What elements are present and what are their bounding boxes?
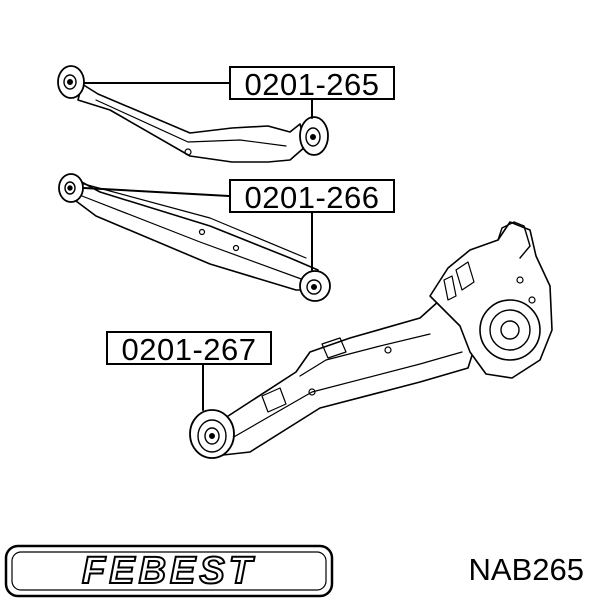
logo-frame-inner: [11, 551, 327, 591]
knuckle-bracket: [497, 221, 531, 259]
logo-text: FEBEST: [81, 549, 256, 593]
beam-bolt-2: [308, 388, 316, 396]
trailing-arm-beam: [213, 299, 481, 457]
arm-1-bushing-right-core: [310, 134, 316, 140]
knuckle-bolt-1: [516, 276, 524, 284]
callout-0201-265: 0201-265: [229, 66, 395, 102]
trailing-arm-0201-267: [189, 221, 553, 459]
trailing-arm-beam-edge: [231, 351, 463, 439]
trailing-bushing-core: [209, 433, 215, 439]
arm-0201-265: [57, 65, 329, 163]
leader-266-left: [83, 187, 230, 197]
arm-2-hole-2: [232, 244, 240, 252]
knuckle-bolt-2: [528, 296, 536, 304]
arm-2-rib-upper: [83, 183, 307, 259]
arm-1-rib: [95, 99, 287, 147]
arm-2-rib-lower: [81, 195, 305, 281]
hub-outer: [479, 299, 541, 361]
part-number: NAB265: [468, 552, 584, 587]
arm-2-bushing-left-core: [67, 185, 73, 191]
beam-bracket-2: [321, 337, 347, 359]
callout-0201-267: 0201-267: [106, 331, 272, 367]
arm-1-bushing-left-core: [67, 79, 73, 85]
hub-center: [500, 320, 520, 340]
leader-lines: [83, 82, 313, 411]
hub-inner: [489, 309, 531, 351]
knuckle-detail-2: [443, 275, 457, 301]
knuckle-detail-1: [455, 261, 475, 291]
beam-bolt-1: [384, 346, 392, 354]
febest-logo: FEBEST: [6, 546, 332, 596]
callout-0201-266: 0201-266: [229, 179, 395, 215]
arm-0201-266: [58, 173, 331, 302]
arm-2-bushing-right-core: [311, 284, 317, 290]
beam-bracket: [261, 387, 287, 413]
trailing-arm-beam-edge-2: [299, 333, 431, 377]
arm-2-hole: [198, 228, 206, 236]
arm-1-hole: [184, 148, 192, 156]
logo-frame: [4, 544, 334, 598]
